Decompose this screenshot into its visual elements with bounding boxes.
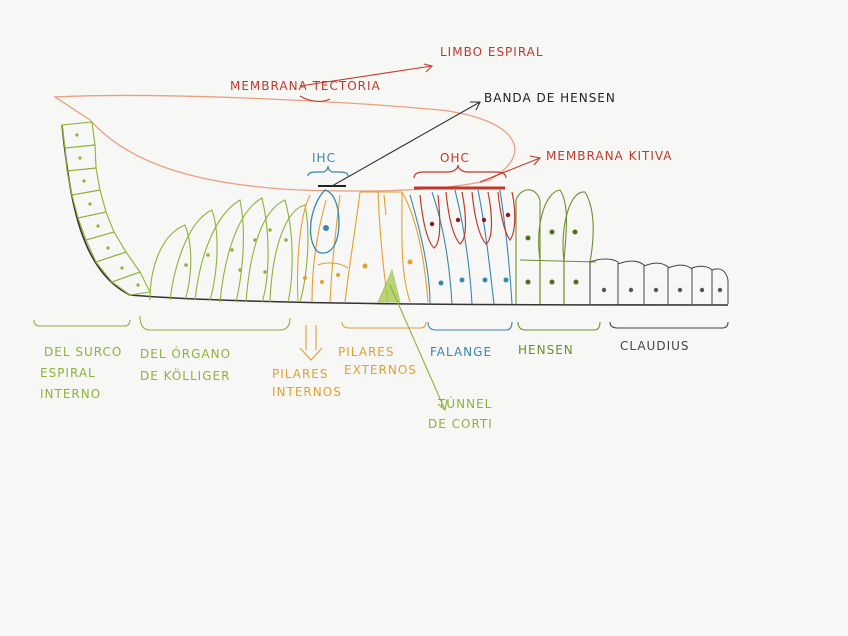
- hensen-cells: [516, 190, 596, 304]
- kolliker-cells: [150, 198, 308, 302]
- inner-sulcus-nuclei: [75, 133, 139, 286]
- label-tunel-2: DE CORTI: [428, 417, 493, 431]
- inner-pillar-cells: [298, 192, 361, 302]
- label-ihc: IHC: [312, 151, 336, 165]
- label-hensen: HENSEN: [518, 343, 574, 357]
- label-surco-2: ESPIRAL: [40, 366, 96, 380]
- outer-pillar-nuclei: [363, 260, 413, 269]
- label-pilares-int-2: INTERNOS: [272, 385, 342, 399]
- label-falange: FALANGE: [430, 345, 492, 359]
- inner-pillar-nuclei: [303, 273, 340, 284]
- tectorial-membrane: [55, 95, 515, 191]
- inner-hair-cell: [311, 190, 339, 253]
- label-tunel-1: TÚNNEL: [437, 396, 492, 411]
- label-hensen-band: BANDA DE HENSEN: [484, 91, 616, 105]
- claudius-cells: [590, 259, 728, 304]
- region-brackets: [34, 316, 728, 330]
- label-claudius: CLAUDIUS: [620, 339, 690, 353]
- hensen-nuclei: [526, 230, 579, 285]
- label-pilares-ext-2: EXTERNOS: [344, 363, 417, 377]
- claudius-nuclei: [602, 288, 722, 292]
- label-kitiva: MEMBRANA KITIVA: [546, 149, 673, 163]
- label-surco-3: INTERNO: [40, 387, 101, 401]
- label-limbo: LIMBO ESPIRAL: [440, 45, 544, 59]
- ihc-nucleus: [323, 225, 329, 231]
- label-pilares-ext-1: PILARES: [338, 345, 394, 359]
- label-organo-1: DEL ÓRGANO: [140, 346, 231, 361]
- inner-sulcus-cells: [62, 122, 150, 295]
- kolliker-nuclei: [184, 228, 288, 274]
- ihc-brace: [308, 166, 348, 176]
- ohc-nuclei: [430, 213, 510, 226]
- ohc-brace: [414, 165, 506, 178]
- label-organo-2: DE KÖLLIGER: [140, 367, 230, 383]
- tunnel-of-corti: [378, 270, 400, 302]
- label-ohc: OHC: [440, 151, 470, 165]
- phalangeal-cells: [410, 190, 512, 304]
- phalangeal-nuclei: [439, 278, 509, 286]
- label-pilares-int-1: PILARES: [272, 367, 328, 381]
- label-surco-1: DEL SURCO: [44, 345, 122, 359]
- label-tectoria: MEMBRANA TECTORIA: [230, 79, 381, 93]
- arrows: [300, 64, 540, 410]
